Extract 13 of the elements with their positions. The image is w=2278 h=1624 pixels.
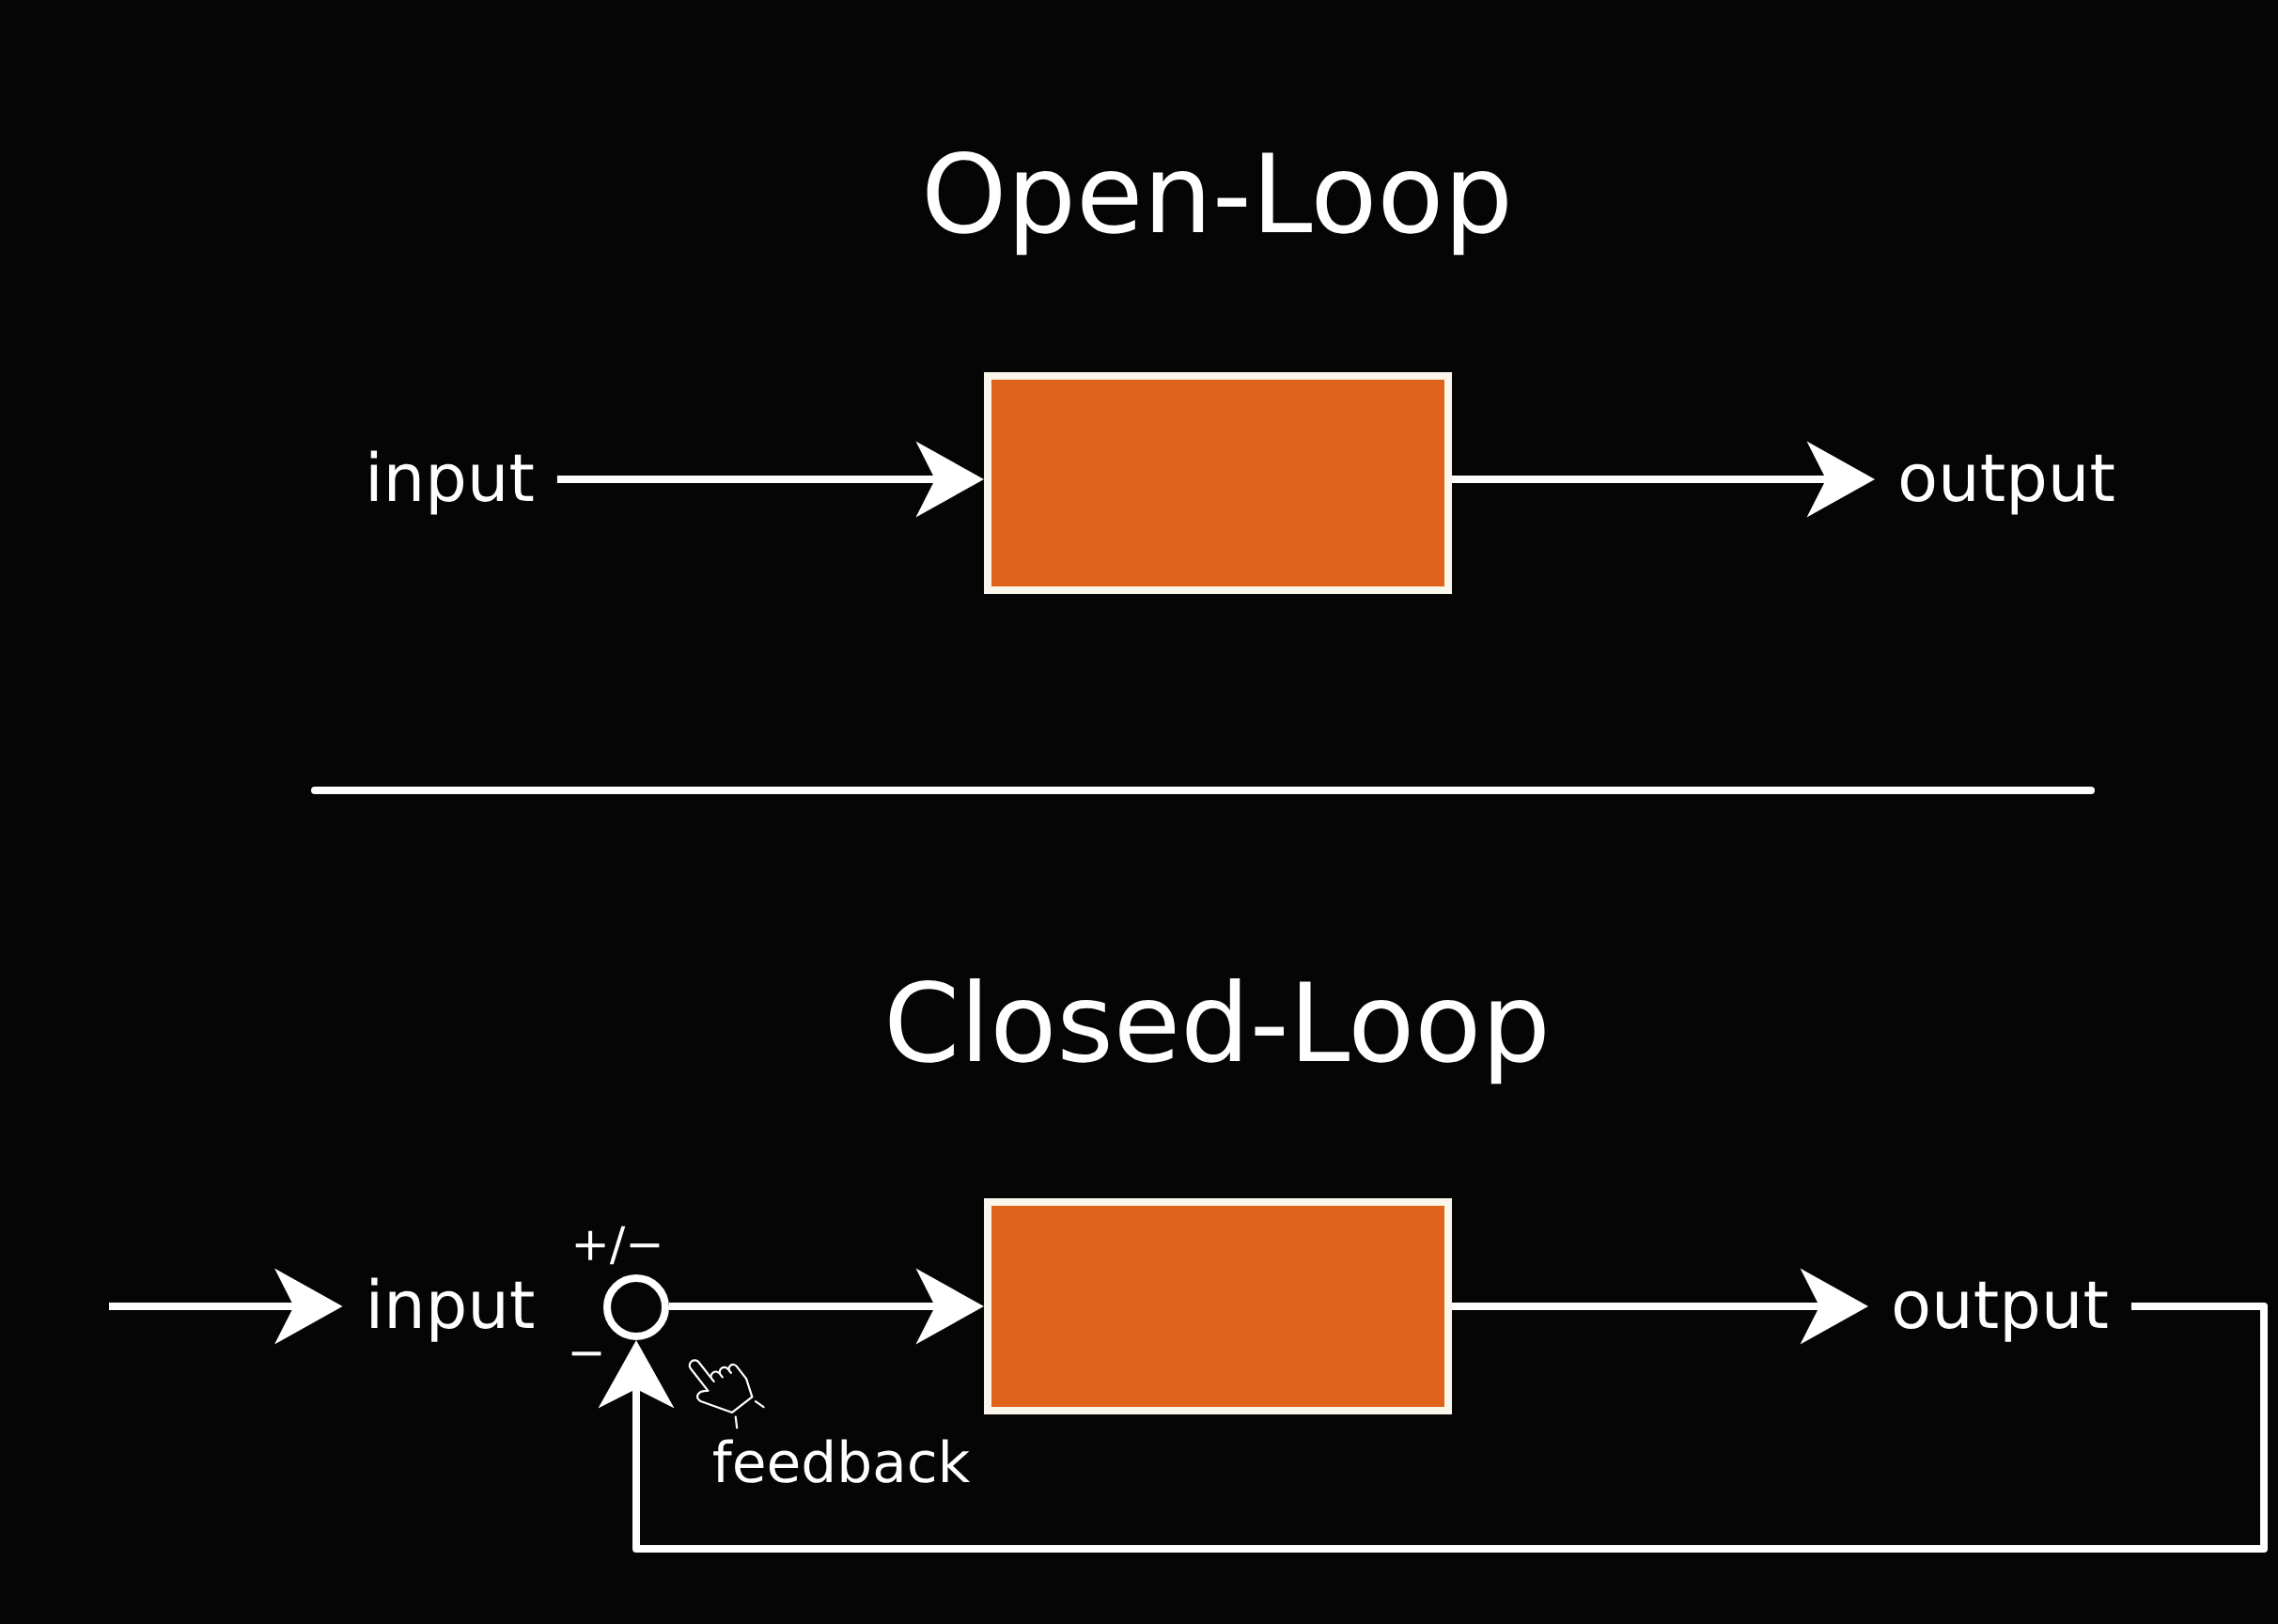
summing-junction: [603, 1274, 669, 1340]
signal-label: output: [1900, 454, 2114, 515]
signal-label: output: [1894, 1281, 2108, 1342]
edge-label: feedback: [713, 1439, 971, 1483]
sign-label: −: [571, 1351, 601, 1356]
heading: Closed-Loop: [889, 977, 1545, 1085]
sign-label: +/−: [575, 1226, 660, 1265]
heading: Open-Loop: [927, 150, 1507, 256]
block-box: [984, 372, 1452, 594]
arrow: [598, 1303, 2268, 1554]
signal-label: input: [371, 1277, 534, 1342]
signal-label: input: [370, 450, 534, 515]
block-box: [984, 1198, 1452, 1414]
